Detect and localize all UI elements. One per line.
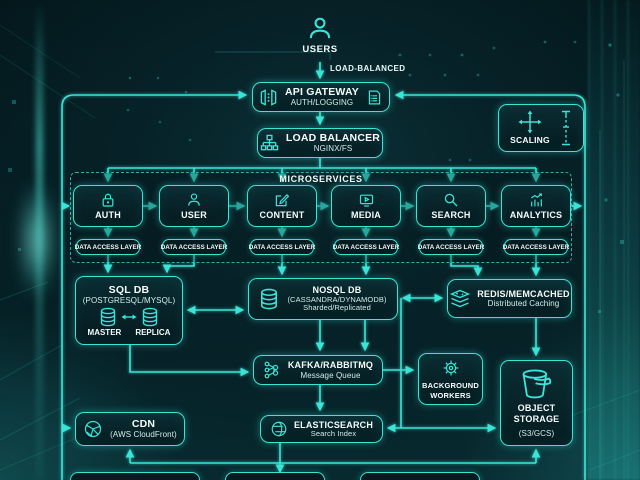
users-label: USERS (302, 44, 338, 55)
api-gateway-title: API GATEWAY (285, 86, 359, 99)
workers-node: BACKGROUND WORKERS (418, 353, 483, 405)
service-auth: AUTH (73, 185, 143, 227)
dal-analytics: DATA ACCESS LAYER (502, 239, 570, 255)
elasticsearch-node: ELASTICSEARCH Search Index (260, 415, 383, 443)
cache-title: REDIS/MEMCACHED (477, 288, 570, 299)
service-user: USER (159, 185, 229, 227)
api-gateway-node: API GATEWAY AUTH/LOGGING (252, 82, 390, 112)
workers-title: BACKGROUND WORKERS (422, 380, 479, 400)
service-media: MEDIA (331, 185, 401, 227)
left-glow-blob (22, 185, 52, 295)
nosql-db-subtitle: (CASSANDRA/DYNAMODB) (287, 294, 387, 304)
move-arrows-icon (518, 110, 542, 134)
user-icon (309, 17, 331, 39)
queue-node: KAFKA/RABBITMQ Message Queue (253, 355, 383, 385)
scaling-node: SCALING (498, 104, 584, 152)
dal-auth: DATA ACCESS LAYER (74, 239, 142, 255)
network-tree-icon (260, 134, 279, 150)
elastic-icon (271, 421, 287, 437)
nosql-db-node: NOSQL DB (CASSANDRA/DYNAMODB) Sharded/Re… (248, 278, 398, 320)
globe-icon (85, 420, 102, 438)
media-player-icon (359, 194, 373, 207)
object-storage-node: OBJECT STORAGE (S3/GCS) (500, 360, 573, 446)
user-icon (188, 193, 200, 206)
dal-label: DATA ACCESS LAYER (74, 243, 142, 251)
object-storage-subtitle: (S3/GCS) (518, 429, 555, 439)
nosql-db-note: Sharded/Replicated (303, 303, 371, 313)
dal-label: DATA ACCESS LAYER (248, 243, 316, 251)
database-icon (142, 307, 158, 327)
dal-media: DATA ACCESS LAYER (332, 239, 400, 255)
cache-node: REDIS/MEMCACHED Distributed Caching (447, 279, 572, 318)
dal-label: DATA ACCESS LAYER (502, 243, 570, 251)
load-balanced-label: LOAD-BALANCED (330, 64, 406, 73)
bottom-partial-node (225, 472, 325, 480)
sql-db-node: SQL DB (POSTGRESQL/MYSQL) (75, 276, 183, 345)
sql-replica-label: REPLICA (135, 328, 171, 338)
dal-label: DATA ACCESS LAYER (332, 243, 400, 251)
log-document-icon (368, 90, 381, 104)
service-label: ANALYTICS (509, 210, 563, 220)
elasticsearch-title: ELASTICSEARCH (293, 419, 374, 430)
bottom-partial-node (360, 472, 480, 480)
load-balancer-node: LOAD BALANCER NGINX/FS (257, 128, 383, 158)
service-label: AUTH (95, 210, 121, 220)
dal-label: DATA ACCESS LAYER (160, 243, 228, 251)
users-node: USERS (285, 16, 355, 55)
database-icon (100, 307, 116, 327)
nosql-db-title: NOSQL DB (312, 285, 362, 296)
gateway-icon (260, 88, 277, 106)
analytics-icon (530, 193, 542, 207)
object-storage-title: OBJECT STORAGE (513, 402, 560, 425)
service-analytics: ANALYTICS (501, 185, 571, 227)
service-content: CONTENT (247, 185, 317, 227)
edit-icon (275, 194, 290, 207)
lock-icon (102, 193, 114, 207)
dal-content: DATA ACCESS LAYER (248, 239, 316, 255)
scaling-label: SCALING (510, 135, 550, 146)
service-label: CONTENT (259, 210, 305, 220)
service-search: SEARCH (416, 185, 486, 227)
queue-title: KAFKA/RABBITMQ (287, 360, 374, 371)
cache-layers-icon (450, 289, 471, 307)
search-icon (444, 193, 458, 207)
sql-db-subtitle: (POSTGRESQL/MYSQL) (82, 295, 176, 305)
microservices-container (70, 172, 572, 263)
bidirectional-arrow-icon (121, 314, 137, 320)
dal-search: DATA ACCESS LAYER (417, 239, 485, 255)
sql-master-label: MASTER (87, 328, 122, 338)
service-label: SEARCH (431, 210, 471, 220)
load-balancer-title: LOAD BALANCER (285, 132, 381, 145)
dal-user: DATA ACCESS LAYER (160, 239, 228, 255)
cdn-node: CDN (AWS CloudFront) (75, 412, 185, 446)
queue-subtitle: Message Queue (300, 370, 361, 380)
api-gateway-subtitle: AUTH/LOGGING (290, 98, 354, 108)
load-balancer-subtitle: NGINX/FS (313, 144, 353, 154)
wire-left-frame (61, 90, 248, 480)
elasticsearch-subtitle: Search Index (310, 428, 357, 438)
database-icon (261, 288, 278, 310)
node-graph-icon (264, 361, 279, 379)
microservices-label: MICROSERVICES (279, 174, 363, 184)
service-label: USER (181, 210, 207, 220)
bottom-partial-node (70, 472, 200, 480)
cache-subtitle: Distributed Caching (487, 299, 560, 309)
gear-icon (443, 360, 458, 376)
wire-right-frame (394, 90, 586, 480)
bucket-icon (522, 369, 551, 399)
dal-label: DATA ACCESS LAYER (417, 243, 485, 251)
sql-db-title: SQL DB (108, 283, 150, 296)
cdn-title: CDN (131, 418, 156, 431)
vertical-ruler-icon (561, 110, 570, 146)
service-label: MEDIA (351, 210, 381, 220)
cdn-subtitle: (AWS CloudFront) (110, 430, 177, 440)
